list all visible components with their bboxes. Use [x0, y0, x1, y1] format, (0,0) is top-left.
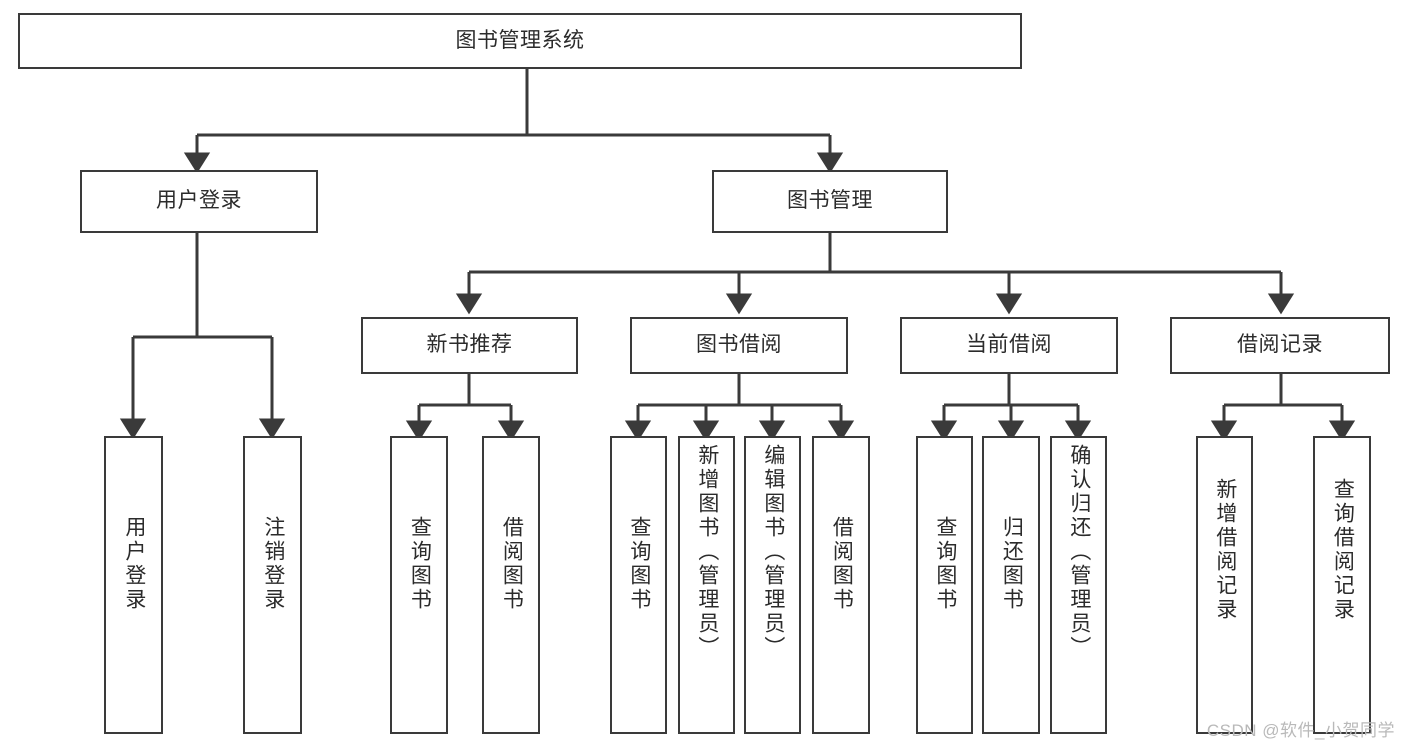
leaf-user-login-logout[interactable]: 注销登录 [243, 436, 302, 734]
node-label: 查询借阅记录 [1331, 478, 1355, 622]
node-label: 用户登录 [122, 516, 146, 612]
leaf-book-borrow-edit-book-admin[interactable]: 编辑图书（管理员） [744, 436, 801, 734]
node-book-management[interactable]: 图书管理 [712, 170, 948, 233]
leaf-borrow-record-query-record[interactable]: 查询借阅记录 [1313, 436, 1371, 734]
node-label: 注销登录 [261, 516, 285, 612]
node-book-borrow[interactable]: 图书借阅 [630, 317, 848, 374]
node-label: 查询图书 [627, 516, 651, 612]
leaf-new-book-borrow-book[interactable]: 借阅图书 [482, 436, 540, 734]
node-label: 借阅图书 [830, 516, 854, 612]
node-current-borrow[interactable]: 当前借阅 [900, 317, 1118, 374]
node-borrow-record[interactable]: 借阅记录 [1170, 317, 1390, 374]
node-root-book-management-system[interactable]: 图书管理系统 [18, 13, 1022, 69]
leaf-current-borrow-return-book[interactable]: 归还图书 [982, 436, 1040, 734]
watermark-text: CSDN @软件_小贺同学 [1206, 721, 1395, 740]
node-label: 新增图书（管理员） [695, 444, 719, 660]
leaf-current-borrow-confirm-return-admin[interactable]: 确认归还（管理员） [1050, 436, 1107, 734]
leaf-borrow-record-add-record[interactable]: 新增借阅记录 [1196, 436, 1253, 734]
leaf-book-borrow-add-book-admin[interactable]: 新增图书（管理员） [678, 436, 735, 734]
node-new-book-recommend[interactable]: 新书推荐 [361, 317, 578, 374]
node-label: 编辑图书（管理员） [761, 444, 785, 660]
node-label: 确认归还（管理员） [1067, 444, 1091, 660]
node-label: 当前借阅 [966, 333, 1052, 357]
leaf-new-book-query-book[interactable]: 查询图书 [390, 436, 448, 734]
node-label: 图书管理系统 [455, 28, 585, 52]
node-label: 用户登录 [156, 189, 242, 213]
leaf-book-borrow-borrow-book[interactable]: 借阅图书 [812, 436, 870, 734]
node-label: 借阅记录 [1237, 333, 1323, 357]
node-label: 图书借阅 [696, 333, 782, 357]
node-label: 查询图书 [408, 516, 432, 612]
node-user-login[interactable]: 用户登录 [80, 170, 318, 233]
node-label: 新书推荐 [426, 333, 513, 357]
node-label: 归还图书 [1000, 516, 1024, 612]
leaf-current-borrow-query-book[interactable]: 查询图书 [916, 436, 973, 734]
node-label: 查询图书 [933, 516, 957, 612]
leaf-user-login-login[interactable]: 用户登录 [104, 436, 163, 734]
node-label: 新增借阅记录 [1213, 478, 1237, 622]
node-label: 图书管理 [787, 189, 873, 213]
leaf-book-borrow-query-book[interactable]: 查询图书 [610, 436, 667, 734]
node-label: 借阅图书 [500, 516, 524, 612]
